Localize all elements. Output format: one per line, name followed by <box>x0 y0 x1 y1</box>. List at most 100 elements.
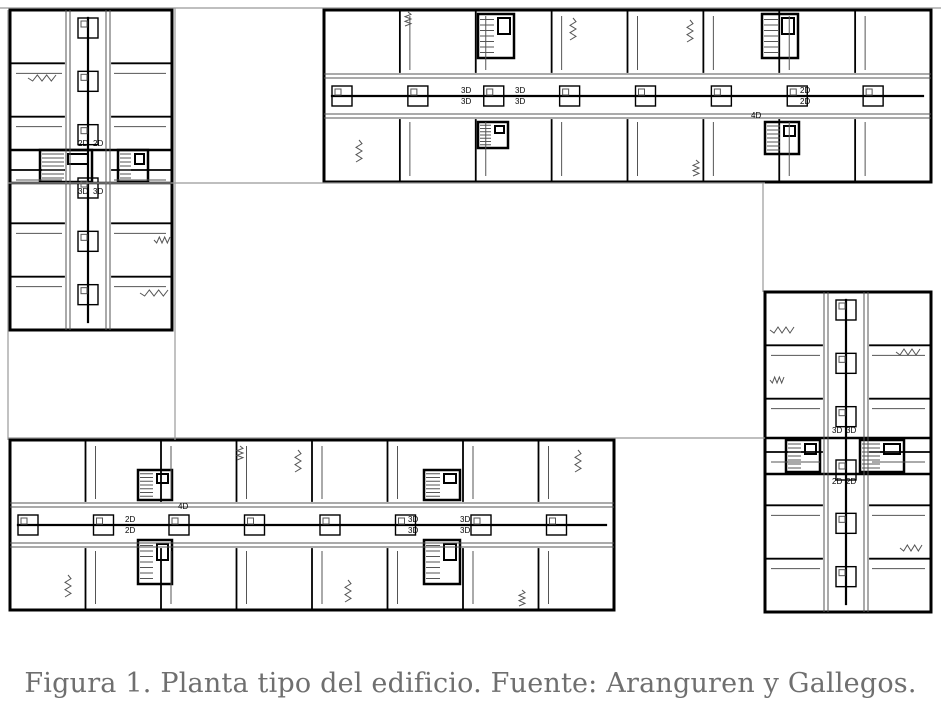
bathroom-pod <box>77 177 99 199</box>
bathroom-pod <box>634 85 657 107</box>
elevator-shaft <box>156 473 169 484</box>
bathroom-pod <box>331 85 353 107</box>
door-swing-mark <box>769 375 785 385</box>
fixture <box>486 88 494 96</box>
stair-core <box>422 468 462 502</box>
bathroom-pod <box>77 283 99 306</box>
bathroom-pod <box>319 514 341 536</box>
unit-label-4d: 4D <box>178 502 188 511</box>
bathroom-pod <box>92 514 115 536</box>
unit-label-2d: 2D <box>800 97 810 106</box>
stair-core <box>784 438 822 474</box>
bathroom-pod <box>483 85 505 107</box>
unit-label-3d: 3D <box>515 97 525 106</box>
bathroom-pod <box>168 514 190 536</box>
fixture <box>838 462 846 470</box>
stair-core <box>422 538 462 586</box>
bathroom-pod <box>835 512 857 535</box>
unit-label-3d: 3D <box>461 86 471 95</box>
door-swing-mark <box>235 445 245 461</box>
unit-label-3d: 3D <box>93 187 103 196</box>
fixture <box>638 88 645 96</box>
fixture <box>838 302 846 310</box>
door-swing-mark <box>27 74 57 82</box>
bathroom-pod <box>558 85 581 107</box>
door-swing-mark <box>344 579 352 603</box>
stair-core <box>858 438 906 474</box>
fixture <box>838 515 846 523</box>
door-swing-mark <box>139 289 169 297</box>
stair-core <box>476 120 510 150</box>
fixture <box>838 409 846 417</box>
bathroom-pod <box>77 123 99 146</box>
bathroom-pod <box>835 565 857 588</box>
unit-label-3d: 3D <box>832 426 842 435</box>
fixture <box>80 287 88 295</box>
unit-label-2d: 2D <box>125 526 135 535</box>
bathroom-pod <box>17 514 39 536</box>
door-swing-mark <box>294 449 302 473</box>
fixture <box>398 517 405 525</box>
elevator-shaft <box>443 543 457 561</box>
figure-caption: Figura 1. Planta tipo del edificio. Fuen… <box>24 668 917 699</box>
stair-core <box>763 120 801 156</box>
bathroom-pod <box>710 85 733 107</box>
fixture <box>80 180 88 188</box>
unit-label-2d: 2D <box>832 477 842 486</box>
unit-label-3d: 3D <box>78 187 88 196</box>
fixture <box>549 517 556 525</box>
fixture <box>96 517 103 525</box>
fixture <box>838 569 846 577</box>
elevator-shaft <box>883 443 901 455</box>
bathroom-pod <box>470 514 492 536</box>
bathroom-pod <box>786 85 808 107</box>
door-swing-mark <box>686 19 694 43</box>
bathroom-pod <box>394 514 417 536</box>
fixture <box>838 355 846 363</box>
bathroom-pod <box>407 85 429 107</box>
elevator-shaft <box>134 153 145 165</box>
door-swing-mark <box>769 326 795 334</box>
elevator-shaft <box>67 153 89 165</box>
fixture <box>20 517 28 525</box>
stair-core <box>760 12 800 60</box>
door-swing-mark <box>403 11 413 27</box>
door-swing-mark <box>574 449 582 473</box>
unit-label-3d: 3D <box>846 426 856 435</box>
bathroom-pod <box>835 352 857 375</box>
door-swing-mark <box>691 159 701 177</box>
elevator-shaft <box>497 17 511 35</box>
bathroom-pod <box>835 299 857 321</box>
fixture <box>80 73 88 81</box>
unit-label-2d: 2D <box>846 477 856 486</box>
door-swing-mark <box>899 544 923 552</box>
unit-label-2d: 2D <box>93 139 103 148</box>
bathroom-pod <box>77 70 99 93</box>
fixture <box>80 20 88 28</box>
unit-label-2d: 2D <box>125 515 135 524</box>
fixture <box>789 88 797 96</box>
stair-core <box>136 538 174 586</box>
unit-label-2d: 2D <box>78 139 88 148</box>
fixture <box>322 517 330 525</box>
door-swing-mark <box>569 17 577 41</box>
bathroom-pod <box>835 405 857 428</box>
door-swing-mark <box>895 348 921 356</box>
bathroom-pod <box>77 230 99 253</box>
stair-core <box>476 12 516 60</box>
elevator-shaft <box>494 125 505 134</box>
unit-label-3d: 3D <box>460 526 470 535</box>
elevator-shaft <box>443 473 457 484</box>
door-swing-mark <box>64 574 72 598</box>
elevator-shaft <box>156 543 169 561</box>
door-swing-mark <box>517 589 527 607</box>
stair-core <box>136 468 174 502</box>
fixture <box>334 88 342 96</box>
elevator-shaft <box>804 443 817 455</box>
fixture <box>865 88 873 96</box>
unit-label-3d: 3D <box>515 86 525 95</box>
door-swing-mark <box>153 235 171 245</box>
fixture <box>410 88 418 96</box>
fixture <box>473 517 481 525</box>
